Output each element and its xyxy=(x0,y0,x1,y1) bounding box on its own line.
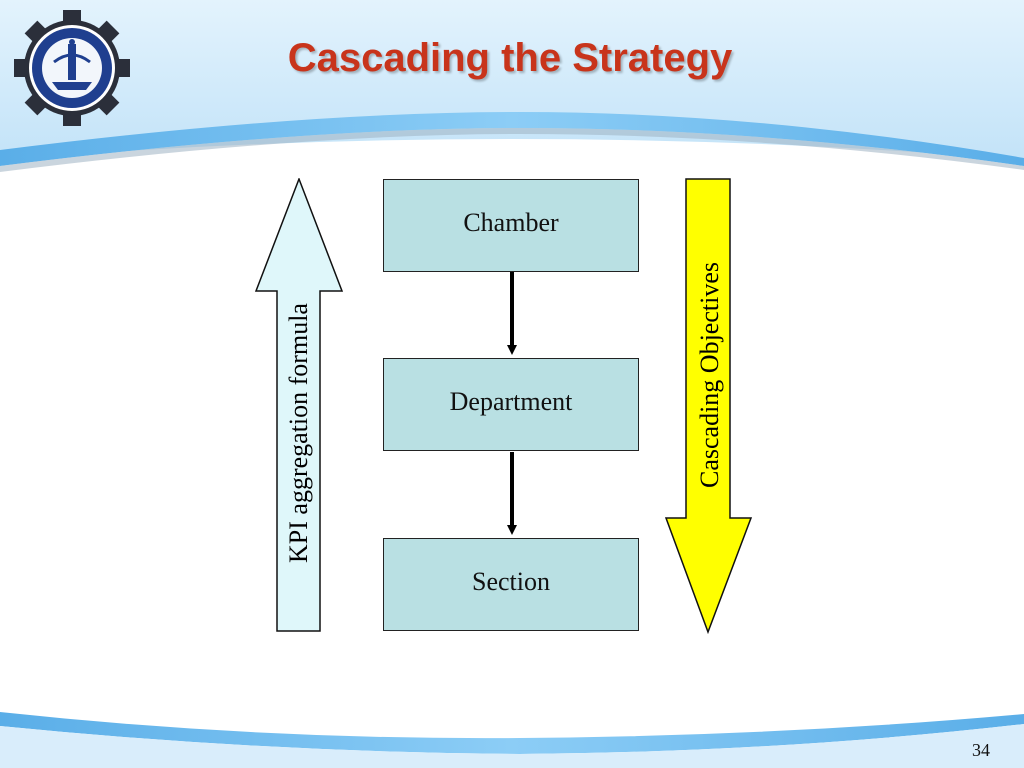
page-number: 34 xyxy=(972,740,990,760)
node-department: Department xyxy=(383,358,639,451)
node-chamber-label: Chamber xyxy=(463,207,559,237)
node-section: Section xyxy=(383,538,639,631)
node-section-label: Section xyxy=(472,566,550,596)
chamber-logo xyxy=(14,10,130,126)
cascading-objectives-down-arrow xyxy=(664,178,753,634)
node-department-label: Department xyxy=(449,386,573,416)
kpi-aggregation-up-arrow xyxy=(254,178,344,632)
slide-title: Cascading the Strategy xyxy=(287,36,733,80)
node-chamber: Chamber xyxy=(383,179,639,272)
